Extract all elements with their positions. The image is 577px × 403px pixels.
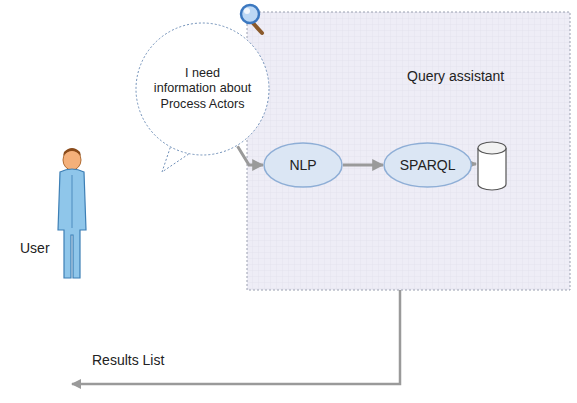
magnifier-icon <box>241 5 262 33</box>
ellipse-shape <box>264 143 342 187</box>
node-text: SPARQL <box>400 157 456 174</box>
node-text: I need information about Process Actors <box>153 66 253 111</box>
ellipse-shape <box>384 143 471 187</box>
results-arrow <box>72 290 400 384</box>
bubble-shape <box>136 23 269 155</box>
region-title: Query assistant <box>407 68 504 85</box>
process-ellipse: NLP <box>263 142 343 188</box>
actor-label: User <box>20 240 50 256</box>
node-text: NLP <box>289 157 316 174</box>
user-figure <box>58 148 86 278</box>
database-cylinder <box>478 142 506 190</box>
db-arrow <box>472 163 476 166</box>
region-ground <box>247 12 570 290</box>
flow-arrow <box>238 146 263 165</box>
arrow-label: Results List <box>92 352 164 368</box>
speech-bubble: I need information about Process Actors <box>135 22 270 156</box>
process-ellipse: SPARQL <box>383 142 472 188</box>
query-region: Query assistantNLP SPARQL <box>247 12 570 290</box>
flow-arrow <box>343 164 383 167</box>
